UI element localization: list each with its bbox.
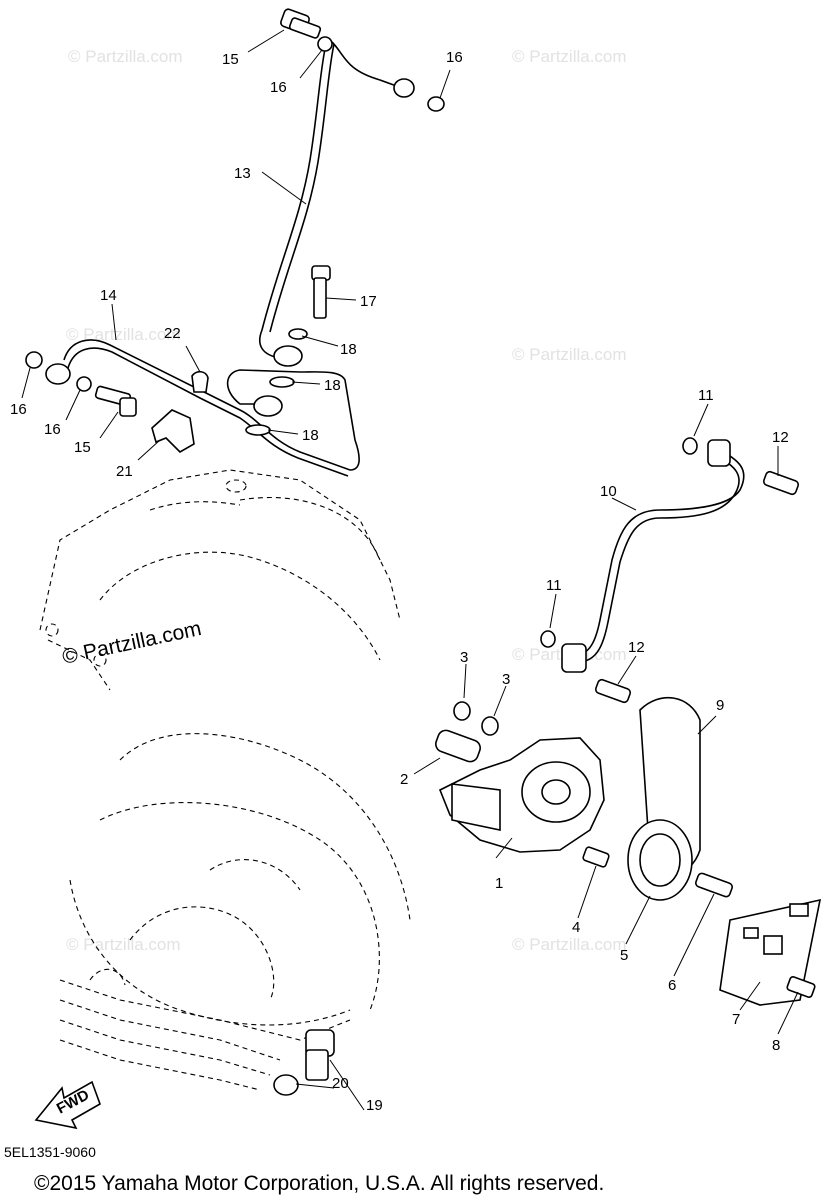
- callout-9: 9: [716, 697, 724, 714]
- engine-outline: [39, 469, 411, 1091]
- callout-11: 11: [698, 387, 714, 404]
- oil-pipe-14: [63, 339, 360, 477]
- watermark: © Partzilla.com: [68, 47, 183, 66]
- callout-11: 11: [546, 577, 562, 594]
- callout-21: 21: [116, 463, 133, 480]
- watermark: © Partzilla.com: [66, 935, 181, 954]
- watermark: © Partzilla.com: [66, 325, 181, 344]
- watermark-strong: © Partzilla.com: [60, 617, 203, 669]
- callout-17: 17: [360, 293, 377, 310]
- callout-13: 13: [234, 165, 251, 182]
- callout-16: 16: [10, 401, 27, 418]
- copyright-notice: ©2015 Yamaha Motor Corporation, U.S.A. A…: [34, 1172, 604, 1195]
- callout-16: 16: [44, 421, 61, 438]
- callout-16: 16: [270, 79, 287, 96]
- callout-19: 19: [366, 1097, 383, 1114]
- callouts: 1 2 3 3 4 5 6 7 8 9 10 11 11 12 12 13 14…: [10, 49, 789, 1114]
- callout-10: 10: [600, 483, 617, 500]
- callout-18: 18: [302, 427, 319, 444]
- callout-1: 1: [495, 875, 503, 892]
- callout-5: 5: [620, 947, 628, 964]
- watermark: © Partzilla.com: [512, 345, 627, 364]
- callout-15: 15: [74, 439, 91, 456]
- watermark: © Partzilla.com: [512, 47, 627, 66]
- callout-2: 2: [400, 771, 408, 788]
- callout-18: 18: [324, 377, 341, 394]
- callout-12: 12: [772, 429, 789, 446]
- banjo-fittings: [25, 8, 445, 453]
- callout-18: 18: [340, 341, 357, 358]
- callout-3: 3: [502, 671, 510, 688]
- callout-8: 8: [772, 1037, 780, 1054]
- oil-pipe-13: [258, 41, 403, 359]
- callout-14: 14: [100, 287, 117, 304]
- forward-arrow: FWD: [34, 1080, 101, 1130]
- callout-12: 12: [628, 639, 645, 656]
- diagram-code: 5EL1351-9060: [4, 1144, 96, 1160]
- callout-15: 15: [222, 51, 239, 68]
- oil-pipe-10: [540, 437, 800, 704]
- callout-3: 3: [460, 649, 468, 666]
- callout-6: 6: [668, 977, 676, 994]
- callout-7: 7: [732, 1011, 740, 1028]
- callout-16: 16: [446, 49, 463, 66]
- oil-pump: [435, 701, 610, 868]
- watermark: © Partzilla.com: [512, 935, 627, 954]
- leader-lines: [21, 29, 799, 1111]
- callout-22: 22: [164, 325, 181, 342]
- drive-parts: [273, 696, 822, 1096]
- callout-20: 20: [332, 1075, 349, 1092]
- callout-4: 4: [572, 919, 580, 936]
